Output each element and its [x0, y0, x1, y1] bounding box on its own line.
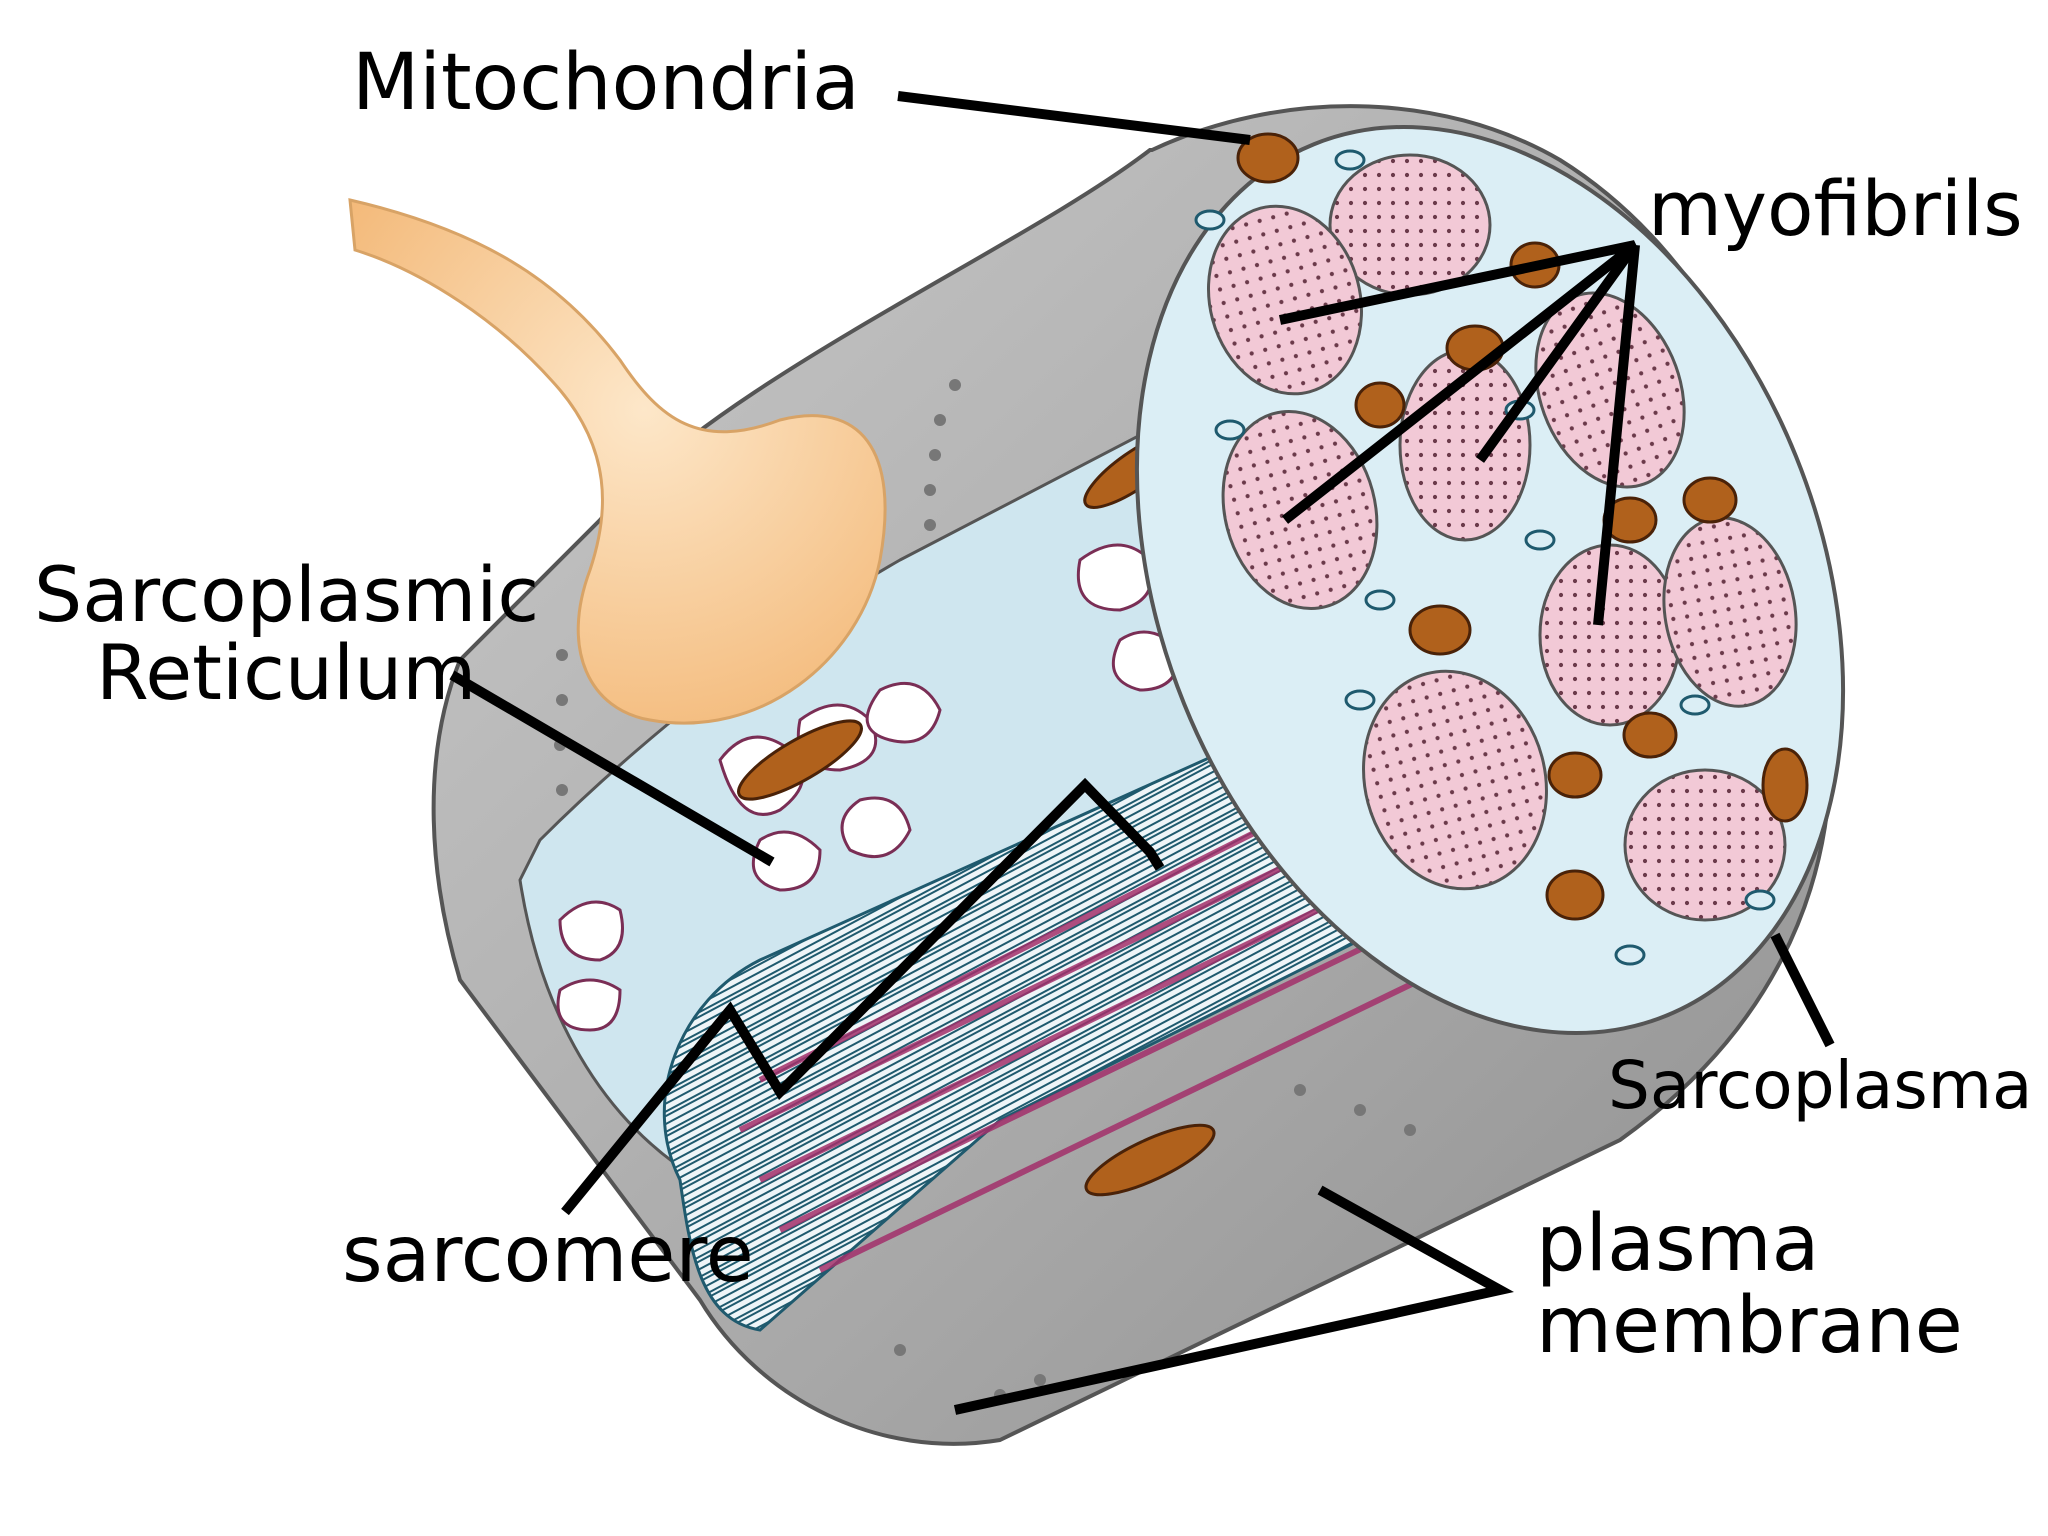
label-sarcomere: sarcomere: [342, 1210, 754, 1300]
leader-line-mitochondria: [897, 91, 1251, 145]
leader-line-sarcoplasma: [1770, 932, 1835, 1048]
leader-line-sarcoplasmic-reticulum: [449, 670, 775, 867]
membrane-pores: [554, 379, 1416, 1401]
myofibril-cross-sections: [1206, 153, 1798, 922]
label-sarcoplasmic-reticulum: Sarcoplasmic Reticulum: [34, 556, 539, 711]
mitochondria-cross-sections: [1236, 132, 1809, 921]
label-mitochondria: Mitochondria: [352, 38, 860, 128]
leader-line-sarcomere: [561, 777, 1165, 1216]
nerve-ending: [348, 198, 887, 725]
label-sarcoplasma: Sarcoplasma: [1608, 1047, 2033, 1124]
label-sarcoplasmic-reticulum-line1: Sarcoplasmic: [34, 550, 540, 639]
label-plasma-membrane: plasma membrane: [1536, 1199, 1963, 1371]
label-myofibrils: myofibrils: [1648, 164, 2023, 253]
label-sarcoplasmic-reticulum-line2: Reticulum: [96, 627, 477, 717]
label-plasma-membrane-line1: plasma: [1536, 1199, 1820, 1289]
label-plasma-membrane-line2: membrane: [1536, 1280, 1963, 1371]
leader-lines: [449, 91, 1835, 1415]
leader-line-myofibrils-3: [1593, 244, 1640, 626]
leader-line-plasma-membrane: [953, 1185, 1514, 1415]
cross-section-face: [1134, 125, 1846, 1035]
leader-line-myofibrils-2: [1475, 242, 1640, 463]
